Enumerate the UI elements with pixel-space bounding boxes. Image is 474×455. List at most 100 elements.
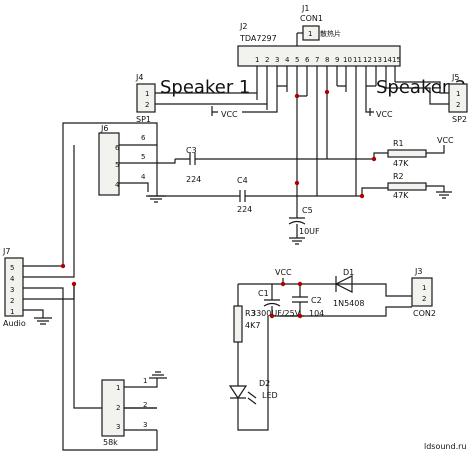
j6-pin: 4: [115, 181, 120, 189]
r1-val: 47K: [393, 159, 409, 168]
vcc-left-lead: [211, 106, 218, 116]
j2-pin-links: [277, 85, 376, 97]
vcc-left-wire: [242, 86, 278, 113]
j2-pin-number: 7: [315, 56, 319, 64]
j6-connector: J6 6 5 4 6 5 4: [98, 124, 176, 203]
ground-symbol: [149, 371, 167, 379]
vcc-left-label: VCC: [221, 110, 238, 119]
j7-pin: 3: [10, 286, 14, 294]
j8-wire-label: 1: [143, 377, 147, 385]
j1-pin: 1: [308, 30, 312, 38]
j3-body: [411, 277, 433, 307]
j3-pin2: 2: [422, 295, 426, 303]
r1-vcc-label: VCC: [437, 136, 454, 145]
watermark: ldsound.ru: [424, 442, 466, 451]
junction-dot: [71, 281, 77, 287]
j7-name: Audio: [3, 319, 26, 328]
j3-name: CON2: [413, 309, 436, 318]
d1-diode-symbol: [334, 275, 353, 293]
c2-plates: [292, 284, 308, 316]
j3-ground-return: [280, 306, 412, 317]
j1-name: CON1: [300, 14, 323, 23]
j7-pin: 5: [10, 264, 14, 272]
r3-body: [233, 305, 243, 343]
r3-ref: R3: [245, 309, 256, 318]
junction-dot: [269, 313, 275, 319]
audio-bus-bottom-left: [62, 297, 158, 451]
audio-bus-left: [62, 122, 158, 266]
r2-body: [387, 182, 427, 191]
junction-dot: [324, 89, 330, 95]
j6-wire-label: 4: [141, 173, 146, 181]
j2-pin-numbers: 1 2 3 4 5 6 7 8 9 10 11 12 13 14 15: [255, 56, 401, 64]
r1-resistor: R1 47K VCC: [373, 136, 454, 168]
j2-pin-number: 13: [373, 56, 382, 64]
j2-pin-number: 12: [363, 56, 372, 64]
j8-name: 58k: [103, 438, 118, 447]
j6-pin: 5: [115, 161, 119, 169]
j7-audio-connector: J7 5 4 3 2 1 Audio: [2, 122, 158, 451]
j2-pin-number: 15: [392, 56, 401, 64]
r3-val: 4K7: [245, 321, 260, 330]
j2-pin-number: 5: [295, 56, 299, 64]
vcc-right-label: VCC: [376, 110, 393, 119]
j4-ref: J4: [135, 73, 143, 82]
j5-pin2: 2: [456, 101, 460, 109]
j2-pin-number: 2: [265, 56, 269, 64]
c5-capacitor: C5 10UF: [288, 92, 357, 245]
j2-pin-number: 10: [343, 56, 352, 64]
j1-ref: J1: [301, 4, 309, 13]
c3-ref: C3: [186, 146, 197, 155]
j5-sp2-connector: J5 1 2 SP2: [386, 73, 468, 124]
d2-light-arrows: [247, 391, 257, 405]
speaker1-label: Speaker 1: [160, 77, 250, 98]
d1-part: 1N5408: [333, 299, 364, 308]
j6-pin4-wire: [119, 182, 149, 192]
c4-val: 224: [237, 205, 252, 214]
junction-dot: [60, 263, 66, 269]
j4-body: [136, 83, 156, 113]
j1-connector: J1 CON1 1 散热片: [296, 4, 341, 46]
j2-body: [237, 45, 401, 67]
j6-pin5-wire: [119, 159, 176, 164]
j4-pin2: 2: [145, 101, 149, 109]
r2-leads: [426, 185, 445, 192]
c2-ref: C2: [311, 296, 322, 305]
j4-pin1: 1: [145, 90, 149, 98]
j7-pin: 4: [10, 275, 15, 283]
j8-pin: 2: [116, 404, 120, 412]
junction-dot: [359, 193, 365, 199]
c3-val: 224: [186, 175, 201, 184]
r2-val: 47K: [393, 191, 409, 200]
j2-pin-number: 3: [275, 56, 279, 64]
j6-ref: J6: [100, 124, 108, 133]
c5-plates: [288, 96, 306, 238]
c4-ref: C4: [237, 176, 248, 185]
j3-pin1: 1: [422, 284, 426, 292]
c5-val: 10UF: [299, 227, 320, 236]
c1-val: 3300UF/25V: [251, 309, 301, 318]
power-section: VCC D1 1N5408 J3 1 2 CON2 C1 3300UF/25V …: [228, 267, 436, 431]
j5-pin1: 1: [456, 90, 460, 98]
j4-sp1-connector: J4 1 2 SP1: [135, 73, 267, 124]
j8-pin: 3: [116, 423, 120, 431]
j2-pin-number: 14: [383, 56, 392, 64]
ground-symbol: [436, 191, 452, 199]
r2-resistor: R2 47K: [387, 172, 452, 200]
junction-dot: [297, 313, 303, 319]
j6-body: [98, 132, 120, 196]
j4-name: SP1: [136, 115, 151, 124]
j5-body: [448, 83, 468, 113]
j2-tda7297: J2 TDA7297 1 2 3 4 5 6 7 8 9 10 11 12 13…: [237, 22, 401, 110]
junction-dot: [371, 156, 377, 162]
j5-name: SP2: [452, 115, 467, 124]
j7-pin: 1: [10, 308, 14, 316]
c1-ref: C1: [258, 289, 269, 298]
j2-pin-number: 4: [285, 56, 290, 64]
j8-wires: [124, 378, 158, 431]
ground-symbol: [34, 317, 52, 325]
c5-ref: C5: [302, 206, 313, 215]
ground-symbol: [146, 195, 166, 203]
j7-body: [4, 257, 24, 317]
